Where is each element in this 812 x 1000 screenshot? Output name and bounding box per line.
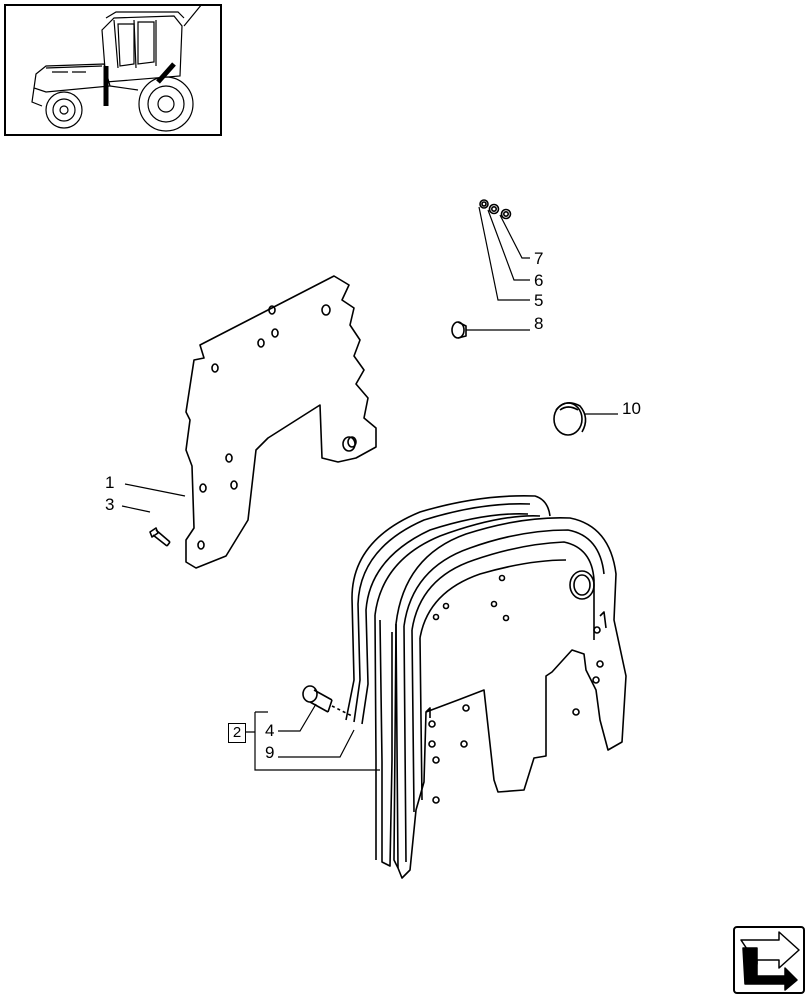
callout-1: 1 (105, 473, 115, 492)
plug-part-8 (451, 321, 467, 339)
tractor-thumbnail-icon (31, 3, 203, 132)
callout-3: 3 (105, 495, 115, 514)
leader-lines (121, 206, 618, 771)
bolt-part-3 (149, 527, 171, 547)
screw-part-4 (302, 685, 353, 717)
tractor-thumbnail (4, 3, 222, 136)
callout-8: 8 (534, 314, 544, 333)
callout-2-boxed: 2 (228, 723, 246, 743)
callout-9: 9 (265, 743, 275, 762)
next-page-button[interactable] (733, 926, 805, 994)
callout-7: 7 (534, 249, 544, 268)
callout-5: 5 (534, 291, 544, 310)
callout-6: 6 (534, 271, 544, 290)
caps-part-5-6-7 (479, 199, 512, 220)
seal-gasket-part-9 (345, 495, 551, 867)
side-panel-part-2 (393, 517, 627, 879)
panel-part-1 (185, 275, 377, 569)
cap-part-10 (553, 402, 587, 436)
callout-4: 4 (265, 721, 275, 740)
callout-10: 10 (622, 399, 641, 418)
next-page-arrow-icon (740, 931, 800, 991)
